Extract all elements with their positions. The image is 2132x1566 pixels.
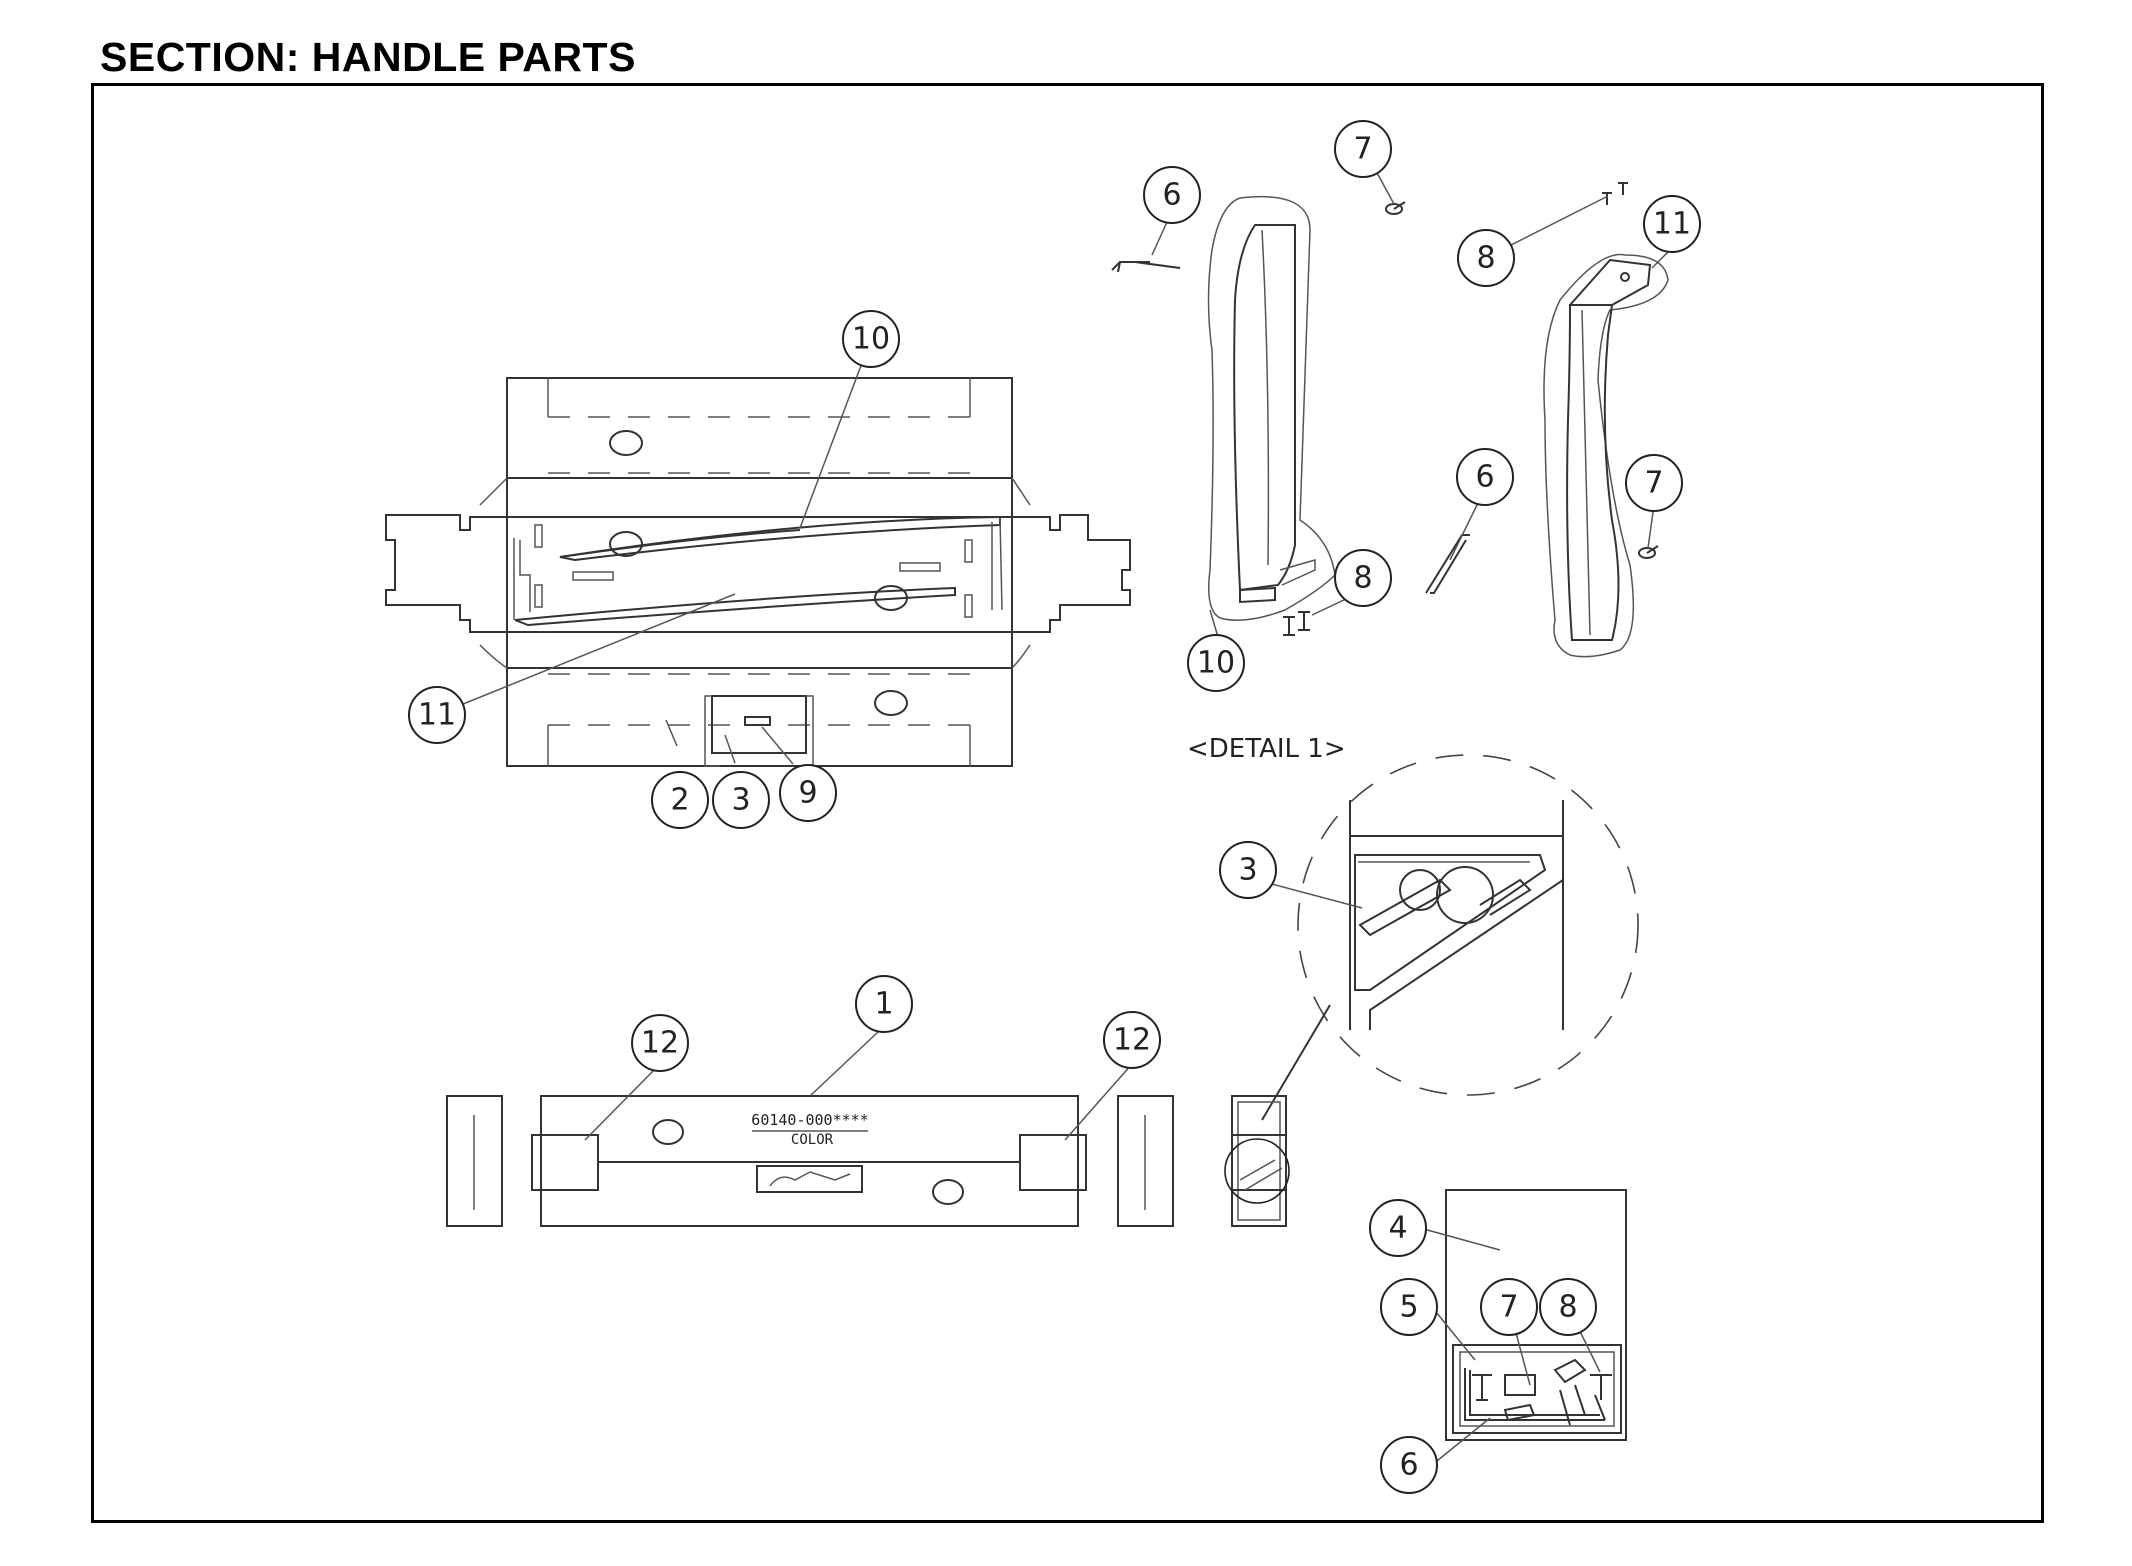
section-title: SECTION: HANDLE PARTS <box>100 34 636 80</box>
callout-7: 7 <box>1334 120 1392 178</box>
callout-7: 7 <box>1480 1278 1538 1336</box>
callout-1: 1 <box>855 975 913 1033</box>
svg-text:11: 11 <box>1653 207 1691 242</box>
svg-text:6: 6 <box>1475 460 1494 495</box>
detail-1-label: <DETAIL 1> <box>1187 734 1346 764</box>
svg-text:12: 12 <box>1113 1023 1151 1058</box>
detail-1: <DETAIL 1> <box>1187 734 1639 1121</box>
svg-text:11: 11 <box>418 698 456 733</box>
accessory-bag <box>1445 1189 1627 1441</box>
box-front-view: 60140-000**** COLOR <box>446 1095 1290 1227</box>
callout-2: 2 <box>651 771 709 829</box>
handle-right-assembly <box>1385 182 1669 658</box>
box-label-color: COLOR <box>791 1132 834 1148</box>
callout-6: 6 <box>1380 1436 1438 1494</box>
callout-10: 10 <box>842 310 900 368</box>
callout-8: 8 <box>1539 1278 1597 1336</box>
callout-3: 3 <box>1219 841 1277 899</box>
drawing-frame <box>91 83 2044 1523</box>
callout-12: 12 <box>1103 1011 1161 1069</box>
svg-text:4: 4 <box>1388 1211 1407 1246</box>
callout-8: 8 <box>1334 549 1392 607</box>
callout-8: 8 <box>1457 229 1515 287</box>
callout-12: 12 <box>631 1014 689 1072</box>
callout-6: 6 <box>1456 448 1514 506</box>
callout-11: 11 <box>408 686 466 744</box>
callout-9: 9 <box>779 764 837 822</box>
callout-5: 5 <box>1380 1278 1438 1336</box>
callout-7: 7 <box>1625 454 1683 512</box>
svg-text:3: 3 <box>1238 853 1257 888</box>
svg-text:7: 7 <box>1644 466 1663 501</box>
svg-text:5: 5 <box>1399 1290 1418 1325</box>
handle-left-assembly <box>1111 195 1470 636</box>
svg-text:3: 3 <box>731 783 750 818</box>
svg-text:7: 7 <box>1353 132 1372 167</box>
callout-3: 3 <box>712 771 770 829</box>
callout-4: 4 <box>1369 1199 1427 1257</box>
svg-text:2: 2 <box>670 783 689 818</box>
leader-lines <box>435 146 1671 1466</box>
callout-11: 11 <box>1643 195 1701 253</box>
svg-text:8: 8 <box>1476 241 1495 276</box>
svg-text:12: 12 <box>641 1026 679 1061</box>
svg-text:8: 8 <box>1558 1290 1577 1325</box>
callout-6: 6 <box>1143 166 1201 224</box>
svg-text:6: 6 <box>1162 178 1181 213</box>
svg-text:9: 9 <box>798 776 817 811</box>
svg-text:10: 10 <box>1197 646 1235 681</box>
svg-text:10: 10 <box>852 322 890 357</box>
svg-text:8: 8 <box>1353 561 1372 596</box>
svg-text:6: 6 <box>1399 1448 1418 1483</box>
svg-text:7: 7 <box>1499 1290 1518 1325</box>
svg-text:1: 1 <box>874 987 893 1022</box>
callout-10: 10 <box>1187 634 1245 692</box>
box-label-code: 60140-000**** <box>751 1111 868 1129</box>
packing-box-top-view <box>385 377 1131 767</box>
